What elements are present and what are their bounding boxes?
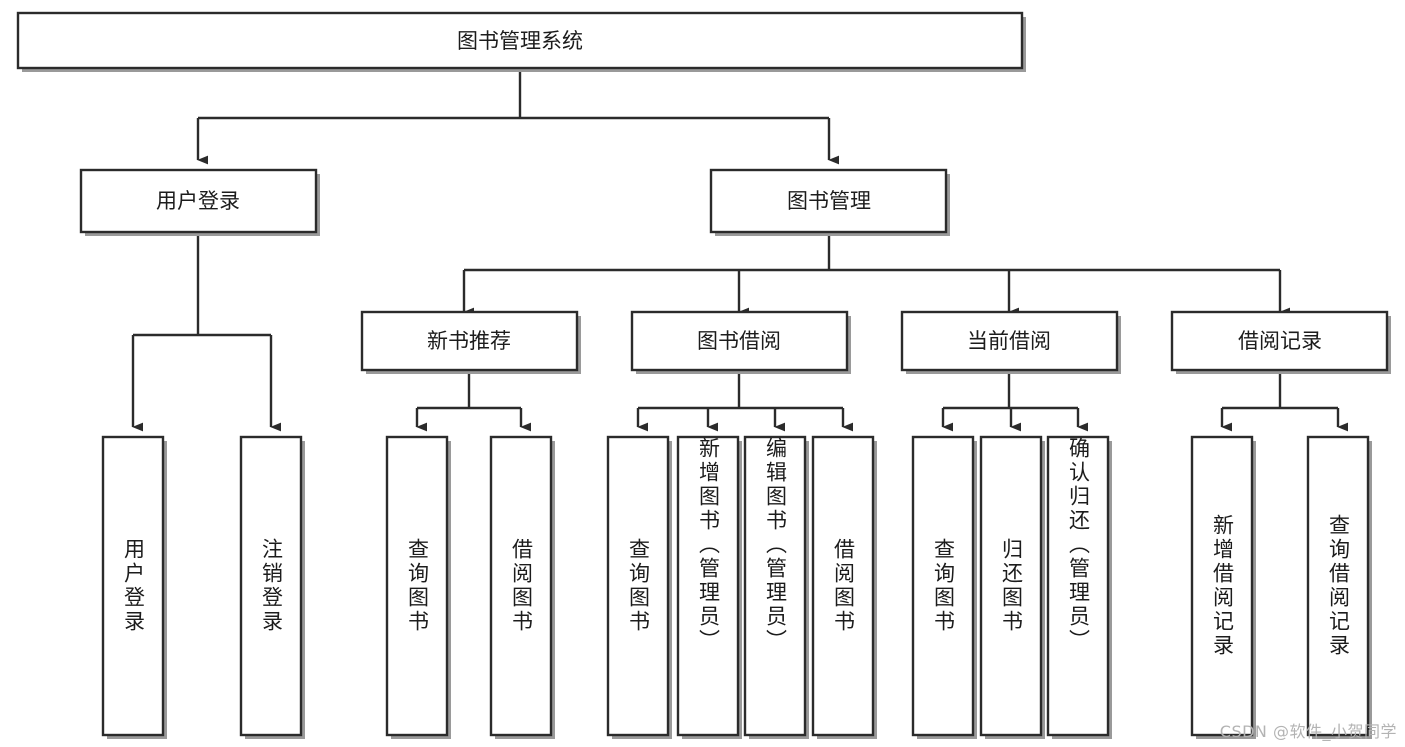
node-current-borrow-label: 当前借阅 <box>967 329 1051 353</box>
node-book-manage-label: 图书管理 <box>787 189 871 213</box>
node-root-box[interactable] <box>16 11 1024 70</box>
leaf-cb-1-box[interactable] <box>979 435 1043 737</box>
leaf-bb-0-box[interactable] <box>606 435 670 737</box>
node-root-label: 图书管理系统 <box>457 29 583 53</box>
leaf-user-login-0-box[interactable] <box>101 435 165 737</box>
node-book-borrow-label: 图书借阅 <box>697 329 781 353</box>
leaf-nbr-1-box[interactable] <box>489 435 553 737</box>
node-book-manage[interactable]: 图书管理 <box>709 168 950 236</box>
node-borrow-record-label: 借阅记录 <box>1238 329 1322 353</box>
node-book-manage-box[interactable] <box>709 168 948 234</box>
leaf-bb-2-box[interactable] <box>743 435 807 737</box>
connector-layer <box>131 68 1349 432</box>
node-book-borrow[interactable]: 图书借阅 <box>630 310 851 374</box>
node-borrow-record-box[interactable] <box>1170 310 1389 372</box>
csdn-watermark: CSDN @软件_小贺同学 <box>1219 722 1397 741</box>
node-user-login-box[interactable] <box>79 168 318 234</box>
node-borrow-record[interactable]: 借阅记录 <box>1170 310 1391 374</box>
node-current-borrow[interactable]: 当前借阅 <box>900 310 1121 374</box>
leaf-cb-0-box[interactable] <box>911 435 975 737</box>
node-user-login-label: 用户登录 <box>156 189 240 213</box>
node-new-book-recommend[interactable]: 新书推荐 <box>360 310 581 374</box>
leaf-user-login-1-box[interactable] <box>239 435 303 737</box>
leaf-br-0-box[interactable] <box>1190 435 1254 737</box>
leaf-bb-1-box[interactable] <box>676 435 740 737</box>
leaf-bb-3-box[interactable] <box>811 435 875 737</box>
leaf-layer <box>101 435 1372 739</box>
node-new-book-recommend-box[interactable] <box>360 310 579 372</box>
node-book-borrow-box[interactable] <box>630 310 849 372</box>
node-current-borrow-box[interactable] <box>900 310 1119 372</box>
node-user-login[interactable]: 用户登录 <box>79 168 320 236</box>
leaf-nbr-0-box[interactable] <box>385 435 449 737</box>
leaf-br-1-box[interactable] <box>1306 435 1370 737</box>
node-root[interactable]: 图书管理系统 <box>16 11 1026 72</box>
node-new-book-recommend-label: 新书推荐 <box>427 329 511 353</box>
leaf-cb-2-box[interactable] <box>1046 435 1110 737</box>
